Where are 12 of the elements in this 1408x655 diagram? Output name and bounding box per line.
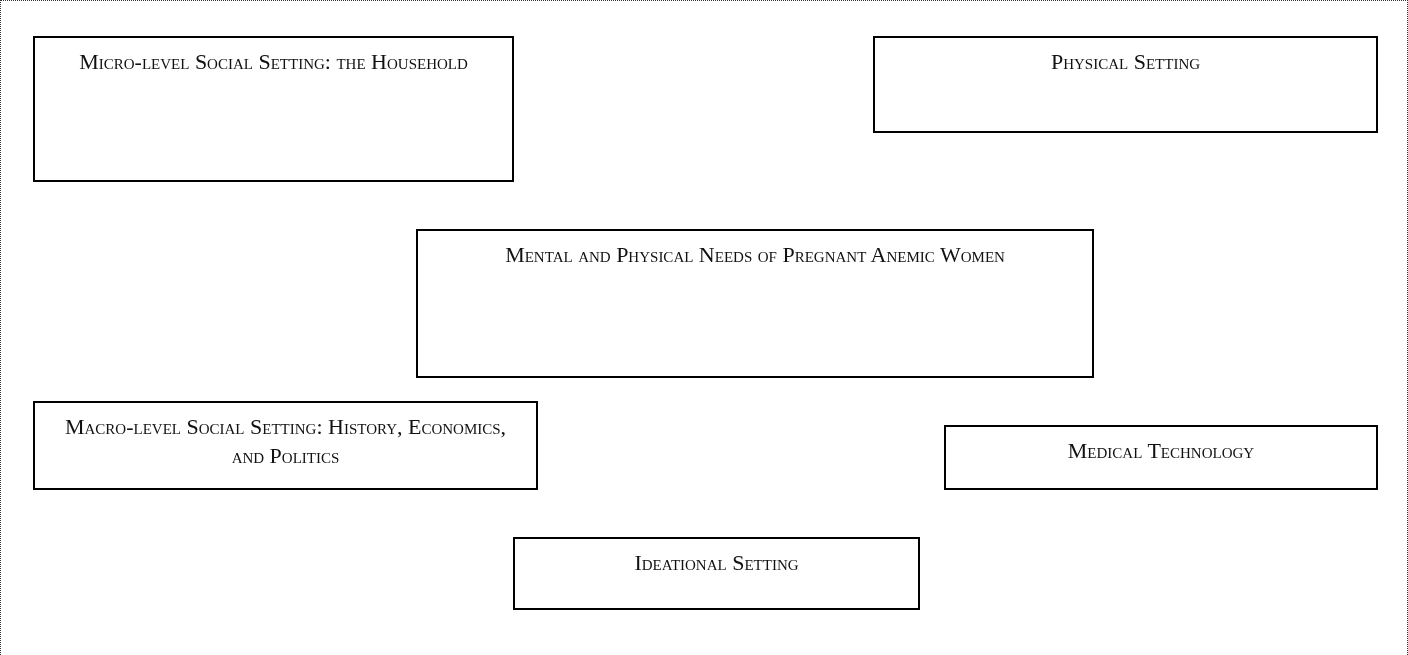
text-box xyxy=(944,425,1378,490)
text-box xyxy=(873,36,1378,133)
box-label: Ideational Setting xyxy=(634,549,799,577)
text-box xyxy=(33,401,538,490)
box-label: Medical Technology xyxy=(1067,437,1255,465)
text-box xyxy=(416,229,1094,378)
box-label: Macro-level Social Setting: History, Economics, and Politics xyxy=(63,413,508,470)
text-box xyxy=(33,36,514,182)
box-label: Micro-level Social Setting: the Household xyxy=(79,48,468,76)
text-box xyxy=(513,537,920,610)
box-label: Physical Setting xyxy=(1050,48,1201,76)
box-label: Mental and Physical Needs of Pregnant Anemic Women xyxy=(505,241,1005,269)
